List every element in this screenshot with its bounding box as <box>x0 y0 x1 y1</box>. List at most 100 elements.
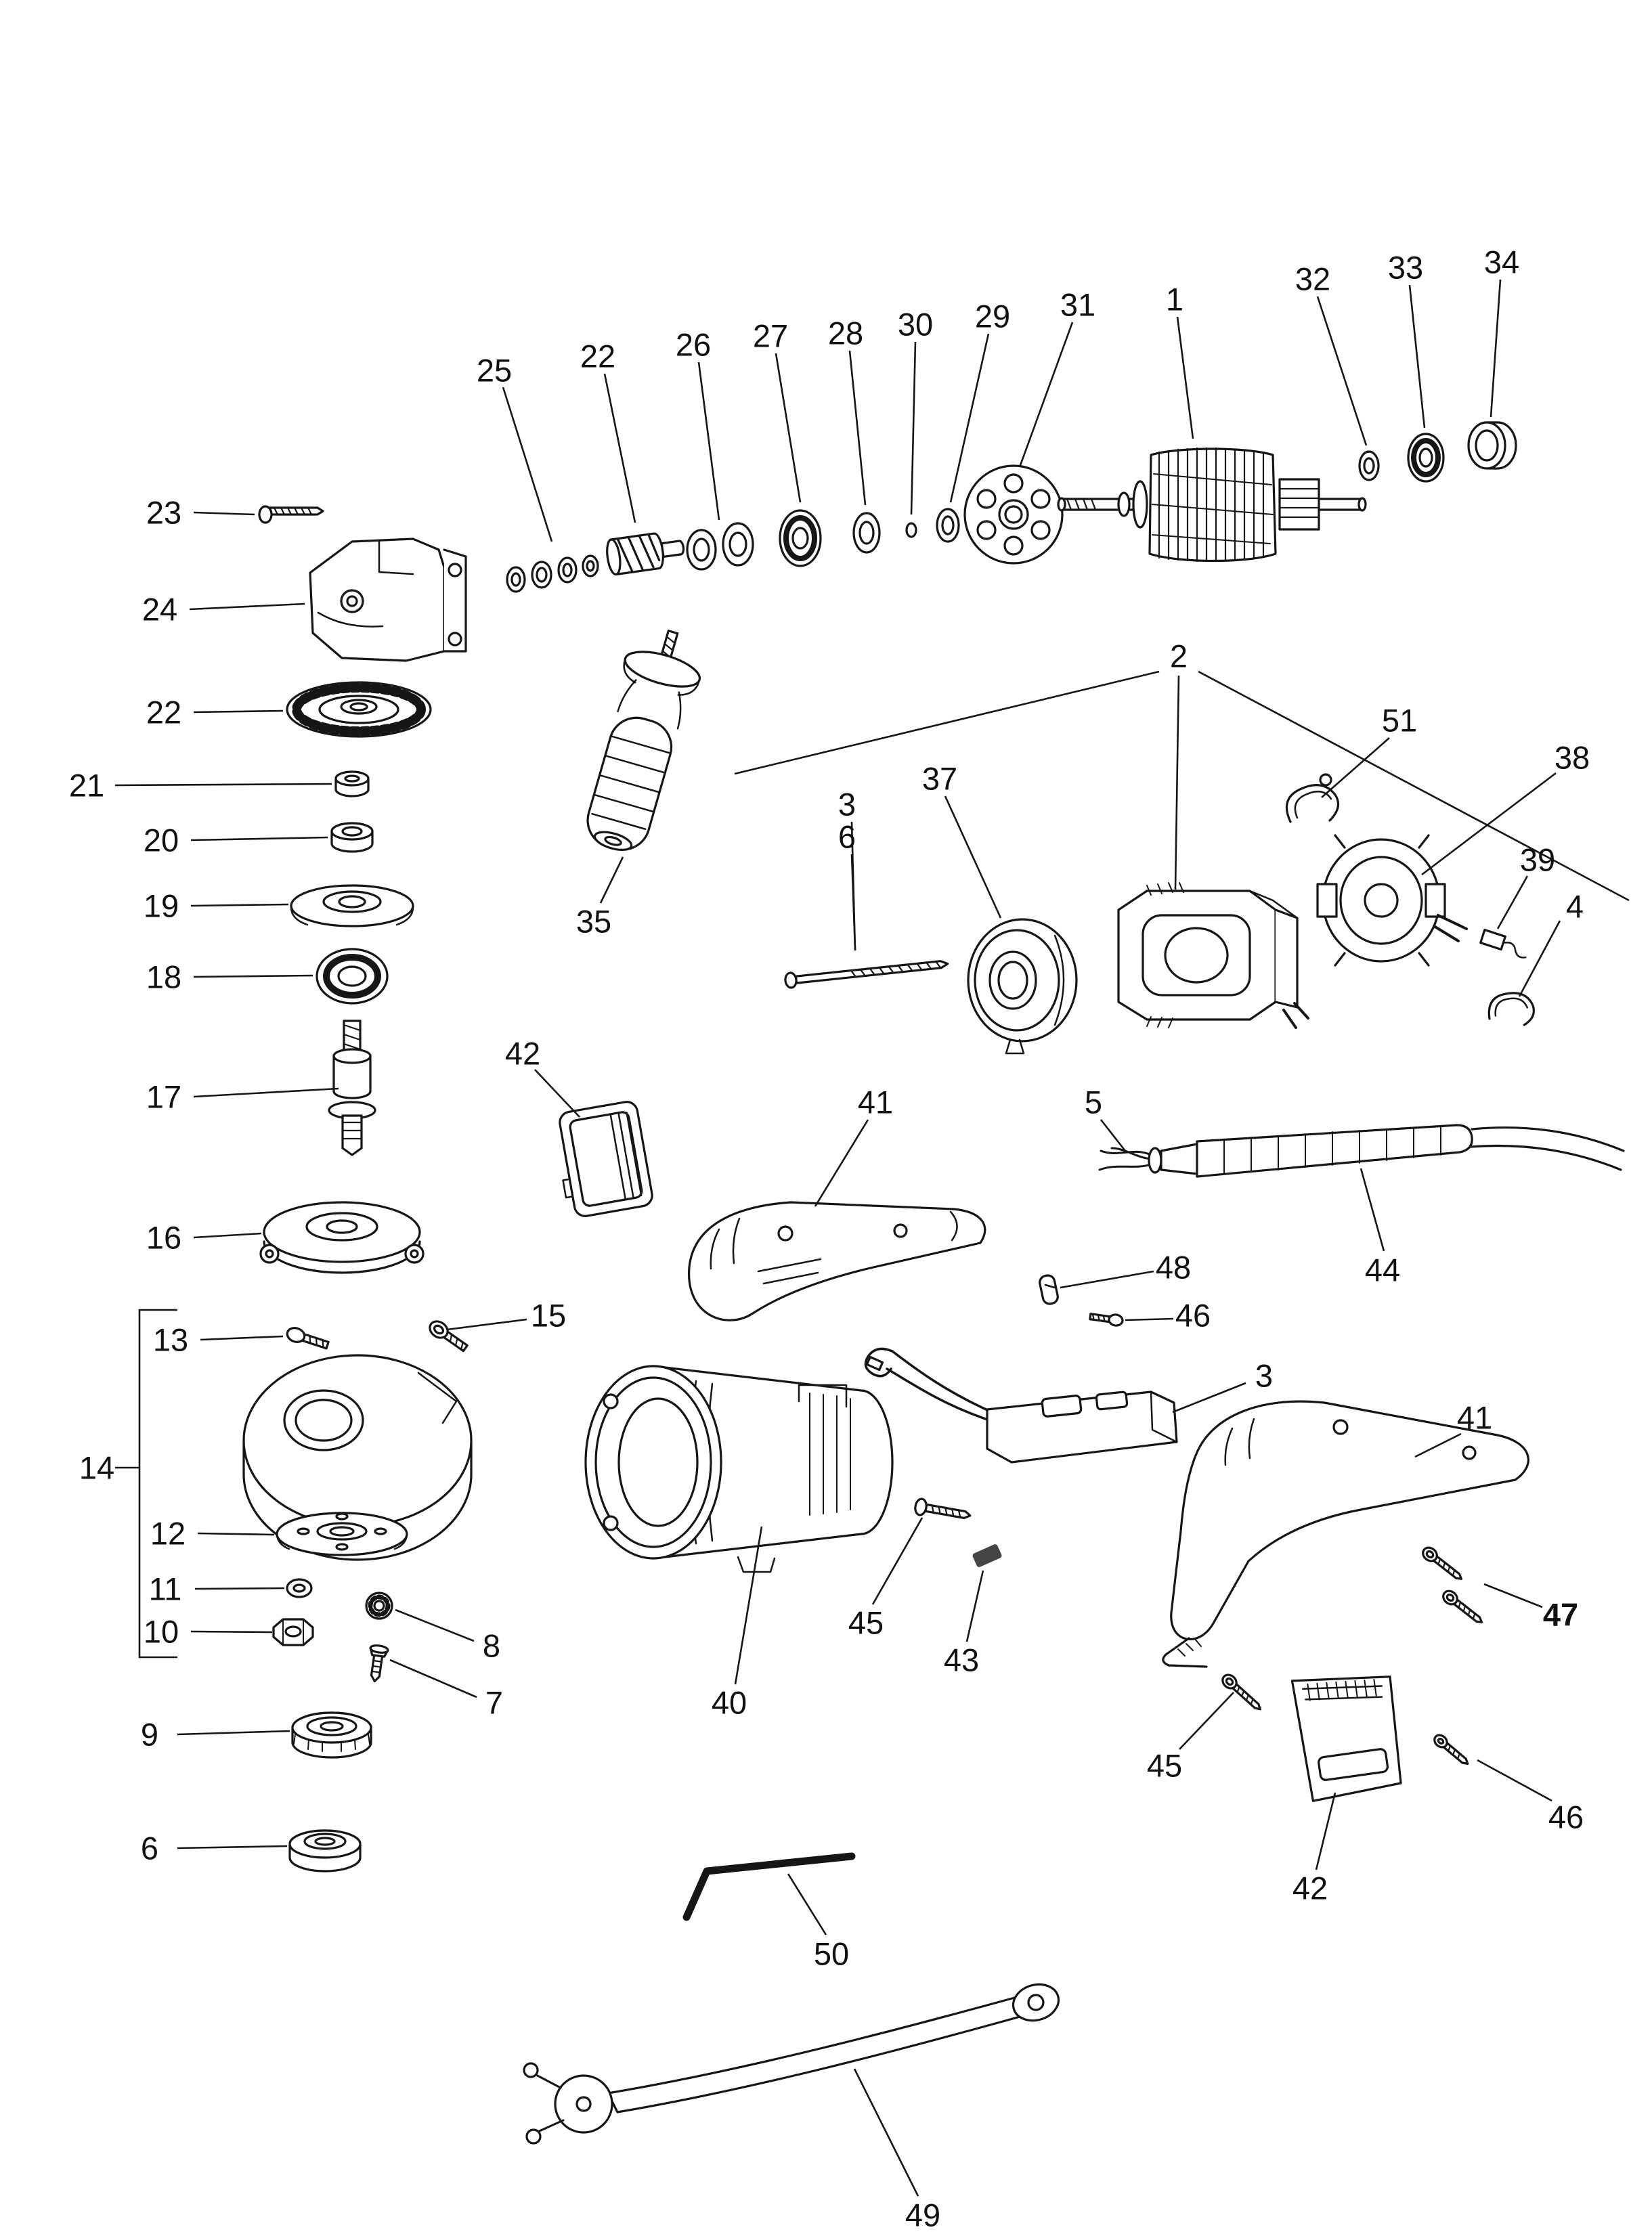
callout-label-33: 33 <box>1388 250 1423 286</box>
part-long-screw-3-6 <box>784 960 949 989</box>
part-nut-11 <box>286 1578 313 1598</box>
part-ring-set-26 <box>686 522 754 571</box>
part-washer-32 <box>1358 450 1380 481</box>
part-brush-cap-4 <box>1487 992 1535 1026</box>
callout-leader-10 <box>190 1630 273 1634</box>
callout-leader-26 <box>697 362 720 521</box>
part-flange-6 <box>288 1829 362 1872</box>
callout-leaders <box>114 279 1630 2197</box>
callout-leader-3 <box>1172 1382 1246 1414</box>
callout-label-26: 26 <box>676 327 711 363</box>
callout-leader-9 <box>177 1730 290 1736</box>
callout-label-30: 30 <box>898 307 933 343</box>
callout-label-13: 13 <box>153 1322 188 1358</box>
callout-leader-44 <box>1360 1168 1385 1252</box>
callout-label-10: 10 <box>144 1614 179 1650</box>
callout-label-14: 14 <box>79 1450 114 1486</box>
callout-label-3: 3 <box>838 787 856 823</box>
callout-leader-41 <box>1414 1432 1462 1458</box>
part-spindle-17 <box>328 1020 376 1156</box>
callout-label-45: 45 <box>848 1605 884 1641</box>
part-screws-47 <box>1422 1546 1483 1623</box>
callout-leader-46 <box>1477 1759 1552 1802</box>
callout-label-39: 39 <box>1520 842 1555 878</box>
callout-leader-38 <box>1421 772 1557 876</box>
part-bearing-18 <box>316 948 389 1005</box>
callout-leader-27 <box>775 353 802 503</box>
callout-label-20: 20 <box>144 823 179 858</box>
callout-leader-34 <box>1490 279 1502 418</box>
part-washer-set-25 <box>506 554 599 593</box>
callout-label-4: 4 <box>1566 889 1584 925</box>
callout-leader-35 <box>599 856 624 904</box>
callout-leader-40 <box>734 1526 763 1685</box>
callout-leader-22 <box>193 709 284 714</box>
callout-label-51: 51 <box>1382 703 1417 739</box>
callout-label-7: 7 <box>485 1685 503 1721</box>
part-pin-30 <box>905 522 917 538</box>
callout-leader-1 <box>1176 316 1194 439</box>
part-bearing-27 <box>779 509 822 567</box>
callout-label-3: 3 <box>1255 1358 1273 1394</box>
callout-leader-29 <box>949 333 990 503</box>
callout-label-32: 32 <box>1295 261 1330 297</box>
part-clamp-nut-9 <box>291 1711 372 1759</box>
callout-label-15: 15 <box>531 1298 566 1334</box>
callout-label-18: 18 <box>146 959 181 995</box>
part-spanner-wrench-49 <box>523 1983 1060 2145</box>
callout-label-28: 28 <box>828 315 863 351</box>
callout-leader-39 <box>1496 875 1529 929</box>
bracket-line <box>138 1309 177 1659</box>
callout-label-48: 48 <box>1156 1250 1191 1286</box>
part-pinion-gear-22 <box>606 532 685 576</box>
part-cap-21 <box>334 770 370 797</box>
callout-leader-11 <box>194 1587 285 1590</box>
part-dished-washer-19 <box>290 884 414 927</box>
callout-label-22: 22 <box>146 695 181 730</box>
part-screw-13 <box>286 1327 330 1350</box>
callout-leader-50 <box>787 1873 827 1935</box>
callout-leader-22 <box>603 373 636 523</box>
callout-leader-30 <box>910 341 917 515</box>
callout-leader-5 <box>1100 1119 1127 1152</box>
part-washer-28 <box>852 512 881 554</box>
callout-leader-21 <box>114 783 332 787</box>
callout-label-50: 50 <box>814 1936 849 1972</box>
callout-label-22: 22 <box>580 338 615 374</box>
callout-label-45: 45 <box>1147 1748 1182 1784</box>
callout-label-6: 6 <box>141 1831 158 1866</box>
callout-leader-33 <box>1408 284 1426 429</box>
callout-label-1: 1 <box>1166 282 1183 317</box>
callout-leader-31 <box>1018 322 1074 468</box>
part-motor-housing-40 <box>584 1365 894 1573</box>
part-spacer-43 <box>972 1544 1002 1567</box>
callout-label-31: 31 <box>1060 287 1095 323</box>
part-screw-15 <box>429 1320 469 1353</box>
part-screw-46a <box>1089 1313 1124 1327</box>
callout-leader-19 <box>190 903 289 907</box>
part-brush-door-42a <box>559 1101 653 1217</box>
part-gear-case-24 <box>309 538 467 662</box>
part-bearing-33 <box>1407 433 1445 483</box>
callout-label-25: 25 <box>477 353 512 389</box>
part-lock-washer-8 <box>365 1592 393 1620</box>
part-screw-46b <box>1433 1734 1469 1766</box>
part-handle-housing-41b <box>1162 1400 1529 1668</box>
callout-label-12: 12 <box>150 1516 186 1552</box>
callout-label-11: 11 <box>149 1571 182 1607</box>
part-lock-button-48 <box>1039 1274 1059 1305</box>
callout-label-23: 23 <box>146 495 181 531</box>
callout-label-44: 44 <box>1365 1252 1400 1288</box>
part-hex-key-50 <box>682 1852 856 1921</box>
callout-leader-18 <box>193 974 313 978</box>
callout-label-2: 2 <box>1170 638 1188 674</box>
callout-leader-4 <box>1518 920 1561 997</box>
callout-leader-24 <box>189 603 305 611</box>
part-screw-7 <box>369 1644 389 1683</box>
callout-leader-16 <box>193 1232 262 1239</box>
part-bearing-plate-38 <box>1316 834 1468 967</box>
callout-leader-13 <box>200 1335 284 1341</box>
callout-label-29: 29 <box>975 299 1010 334</box>
